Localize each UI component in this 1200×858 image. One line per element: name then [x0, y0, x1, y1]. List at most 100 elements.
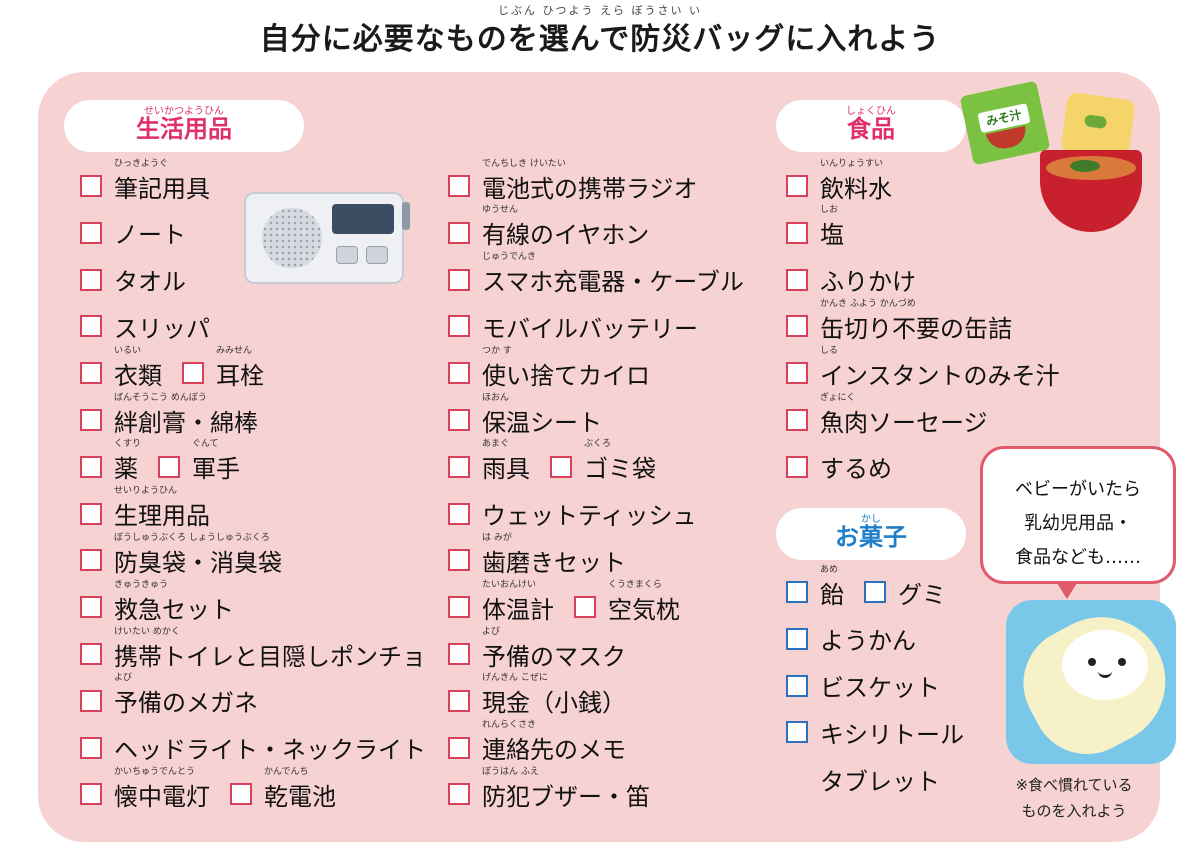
item-ruby: しお — [820, 205, 839, 216]
checkbox[interactable] — [448, 643, 470, 665]
checkbox[interactable] — [786, 221, 808, 244]
category-living: せいかつようひん 生活用品 — [64, 100, 304, 152]
checklist-item: 携帯トイレと目隠しポンチョけいたい めかく — [80, 627, 426, 671]
item-label: 乾電池かんでんち — [264, 767, 336, 812]
checklist-item: キシリトール — [786, 716, 964, 749]
checkbox[interactable] — [448, 315, 470, 338]
checkbox[interactable] — [786, 627, 808, 650]
checklist-item: 保温シートほおん — [448, 393, 602, 437]
bubble-line-3: 食品なども…… — [1015, 547, 1141, 568]
checkbox[interactable] — [448, 502, 470, 525]
checkbox[interactable] — [786, 581, 808, 603]
checkbox[interactable] — [786, 455, 808, 478]
checklist-item: 予備のメガネよび — [80, 673, 258, 717]
checkbox[interactable] — [864, 581, 886, 603]
checkbox[interactable] — [80, 502, 102, 525]
checkbox[interactable] — [80, 268, 102, 291]
baby-mouth-icon — [1098, 670, 1112, 678]
checklist-item: ノート — [80, 217, 186, 249]
checkbox[interactable] — [786, 721, 808, 744]
checkbox[interactable] — [786, 175, 808, 197]
checkbox[interactable] — [786, 268, 808, 291]
checklist-item: 缶切り不要の缶詰かんき ふよう かんづめ — [786, 299, 1012, 344]
item-label: 缶切り不要の缶詰かんき ふよう かんづめ — [820, 299, 1012, 344]
category-food-label: 食品 — [847, 114, 895, 143]
item-label: ビスケット — [820, 674, 940, 703]
checkbox[interactable] — [448, 175, 470, 197]
item-ruby: ぶくろ — [584, 439, 612, 450]
checklist-item: モバイルバッテリー — [448, 310, 698, 343]
checkbox[interactable] — [786, 409, 808, 431]
item-ruby: じゅうでんき — [482, 252, 537, 263]
item-ruby: しる — [820, 345, 839, 356]
checkbox[interactable] — [448, 689, 470, 712]
checklist-item: 飲料水いんりょうすい — [786, 159, 892, 203]
item-ruby: きゅうきゅう — [114, 579, 169, 590]
checkbox[interactable] — [80, 455, 102, 478]
checkbox[interactable] — [80, 362, 102, 385]
checkbox[interactable] — [448, 362, 470, 385]
checkbox[interactable] — [80, 549, 102, 572]
item-label: 生理用品せいりようひん — [114, 486, 210, 531]
item-ruby: よび — [482, 626, 501, 637]
checkbox[interactable] — [80, 736, 102, 759]
item-label: タオル — [114, 268, 186, 297]
checkbox[interactable] — [448, 455, 470, 478]
item-label: 連絡先のメモれんらくさき — [482, 720, 626, 765]
checkbox[interactable] — [182, 362, 204, 385]
baby-face-icon — [1062, 630, 1148, 700]
checkbox[interactable] — [80, 783, 102, 806]
radio-knob-icon — [336, 246, 358, 264]
bubble-line-2: 乳幼児用品・ — [1024, 513, 1132, 534]
item-label: 飴あめ — [820, 565, 844, 610]
item-label: 懐中電灯かいちゅうでんとう — [114, 767, 210, 812]
checkbox[interactable] — [448, 596, 470, 619]
checkbox[interactable] — [448, 221, 470, 244]
checkbox[interactable] — [786, 674, 808, 697]
radio-illustration — [244, 192, 410, 284]
checklist-item: 飴あめグミ — [786, 565, 946, 610]
checkbox[interactable] — [448, 409, 470, 431]
checklist-item: スマホ充電器・ケーブルじゅうでんき — [448, 252, 744, 296]
checkbox[interactable] — [448, 268, 470, 291]
checkbox[interactable] — [80, 175, 102, 197]
item-label: 絆創膏・綿棒ばんそうこう めんぼう — [114, 393, 258, 438]
checklist-item: 魚肉ソーセージぎょにく — [786, 393, 988, 437]
item-ruby: ばんそうこう めんぼう — [114, 392, 207, 403]
item-label: モバイルバッテリー — [482, 314, 698, 343]
checkbox[interactable] — [80, 221, 102, 244]
item-ruby: かんでんち — [264, 766, 309, 777]
checkbox[interactable] — [448, 736, 470, 759]
checkbox[interactable] — [158, 455, 180, 478]
checkbox[interactable] — [80, 596, 102, 619]
item-label: 現金（小銭）げんきん こぜに — [482, 673, 626, 718]
category-living-label: 生活用品 — [136, 114, 232, 143]
checkbox[interactable] — [448, 783, 470, 806]
checklist-item: 懐中電灯かいちゅうでんとう 乾電池かんでんち — [80, 767, 336, 812]
checklist-item: 防犯ブザー・笛ぼうはん ふえ — [448, 767, 650, 811]
checkbox[interactable] — [786, 362, 808, 385]
category-sweets-ruby: かし — [861, 514, 881, 525]
item-ruby: いるい — [114, 345, 142, 356]
item-ruby: ぐんて — [192, 439, 219, 450]
footnote-line-1: ※食べ慣れている — [1015, 776, 1133, 794]
checkbox[interactable] — [80, 643, 102, 665]
item-label: 体温計たいおんけい — [482, 580, 554, 625]
checkbox[interactable] — [80, 689, 102, 712]
checklist-item: ビスケット — [786, 670, 940, 702]
checkbox[interactable] — [786, 315, 808, 338]
footnote: ※食べ慣れている ものを入れよう — [994, 772, 1154, 824]
checkbox[interactable] — [550, 455, 572, 478]
checkbox[interactable] — [80, 409, 102, 431]
miso-soup-bowl-illustration — [1040, 150, 1142, 232]
checkbox[interactable] — [80, 315, 102, 338]
checkbox[interactable] — [230, 783, 252, 806]
checkbox[interactable] — [448, 549, 470, 572]
item-label: 歯磨きセットは みが — [482, 533, 626, 578]
item-ruby: くすり — [114, 439, 142, 450]
radio-display-icon — [332, 204, 394, 234]
checkbox[interactable] — [574, 596, 596, 619]
item-label: ふりかけ — [820, 268, 916, 297]
item-label: 雨具あまぐ — [482, 439, 530, 484]
item-label: 耳栓みみせん — [216, 346, 264, 391]
